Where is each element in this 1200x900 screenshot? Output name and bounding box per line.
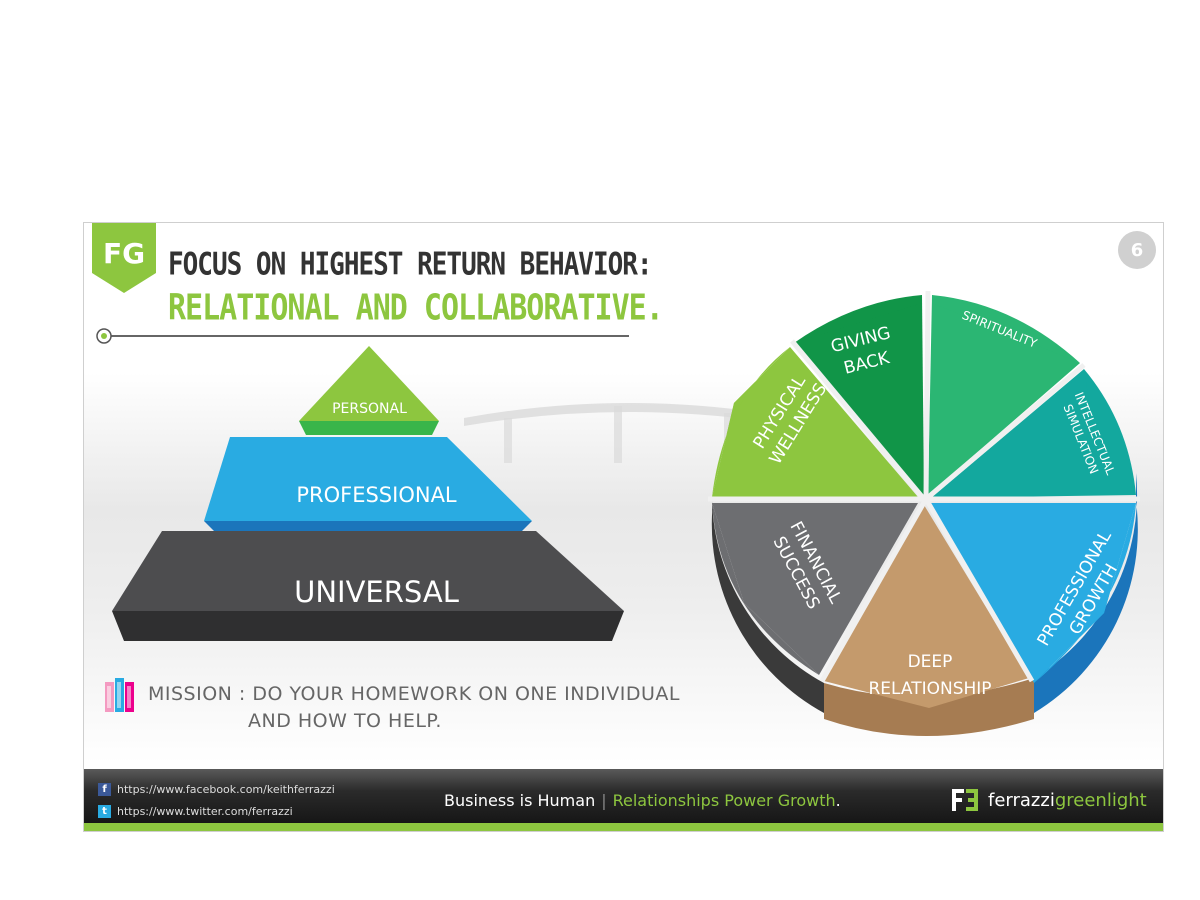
twitter-icon: t bbox=[98, 805, 111, 818]
pyramid-label-universal: UNIVERSAL bbox=[294, 575, 459, 609]
pyramid-tier-professional bbox=[204, 437, 532, 521]
facebook-link[interactable]: f https://www.facebook.com/keithferrazzi bbox=[98, 783, 335, 796]
pyramid-diagram bbox=[112, 346, 624, 641]
fg-logo-icon: FG bbox=[92, 223, 156, 293]
brand-name-part2: greenlight bbox=[1054, 789, 1147, 811]
twitter-link[interactable]: t https://www.twitter.com/ferrazzi bbox=[98, 805, 293, 818]
tagline-separator: | bbox=[601, 791, 607, 810]
tagline-part2: Relationships Power Growth bbox=[612, 791, 836, 810]
twitter-url: https://www.twitter.com/ferrazzi bbox=[117, 805, 293, 818]
wheel-base-dark bbox=[711, 501, 824, 713]
wheel-segment-deep-relationship bbox=[824, 505, 1029, 708]
fg-brand-icon bbox=[952, 789, 978, 811]
pyramid-label-professional: PROFESSIONAL bbox=[296, 483, 457, 507]
wheel-segment-physical-wellness bbox=[712, 347, 918, 497]
wheel-segment-spirituality bbox=[928, 295, 1080, 495]
wheel-segment-intellectual bbox=[931, 369, 1136, 498]
wheel-segment-professional-growth bbox=[931, 503, 1136, 683]
tagline-period: . bbox=[835, 791, 841, 810]
wheel-diagram: GIVINGBACK SPIRITUALITY INTELLECTUALSIMU… bbox=[708, 290, 1140, 736]
wheel-base-blue bbox=[1034, 473, 1138, 713]
footer-green-strip bbox=[84, 823, 1163, 831]
facebook-url: https://www.facebook.com/keithferrazzi bbox=[117, 783, 335, 796]
footer-bar: f https://www.facebook.com/keithferrazzi… bbox=[84, 769, 1163, 823]
pyramid-tier-personal bbox=[299, 346, 439, 421]
pyramid-label-personal: PERSONAL bbox=[332, 401, 407, 417]
pyramid-tier-universal bbox=[112, 531, 624, 611]
mission-text-line2: AND HOW TO HELP. bbox=[248, 710, 442, 732]
slide: 6 FG FOCUS ON HIGHEST RETURN BEHAVIOR: R… bbox=[83, 222, 1164, 832]
book-stack-icon bbox=[105, 678, 134, 712]
logo-text: FG bbox=[103, 237, 145, 270]
wheel-segment-financial bbox=[712, 503, 918, 675]
footer-tagline: Business is Human | Relationships Power Gr… bbox=[444, 791, 841, 810]
page-number-badge: 6 bbox=[1118, 231, 1156, 269]
slide-title: FOCUS ON HIGHEST RETURN BEHAVIOR: bbox=[168, 247, 653, 283]
mission-text: MISSION : DO YOUR HOMEWORK ON ONE INDIVI… bbox=[148, 683, 680, 705]
wheel-segment-giving-back bbox=[794, 295, 924, 498]
title-divider bbox=[96, 328, 629, 344]
slide-subtitle: RELATIONAL AND COLLABORATIVE. bbox=[168, 287, 664, 329]
facebook-icon: f bbox=[98, 783, 111, 796]
tagline-part1: Business is Human bbox=[444, 791, 596, 810]
brand-name-part1: ferrazzi bbox=[988, 789, 1055, 811]
